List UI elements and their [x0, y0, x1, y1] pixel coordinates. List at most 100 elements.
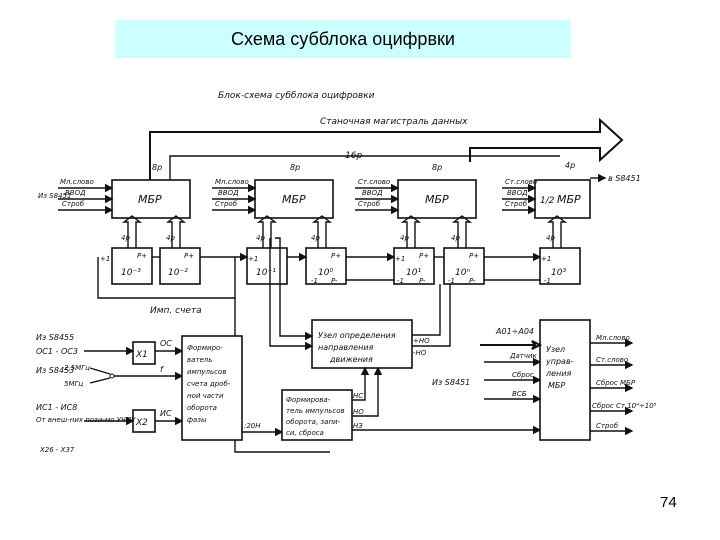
mhz25: 2,5МГц — [64, 364, 90, 372]
in-s8453: Из S8453 — [36, 366, 74, 375]
minus1-6: -1 — [448, 277, 455, 285]
p-plus-2: P+ — [184, 252, 194, 260]
bit4-5: 4р — [400, 234, 409, 242]
former-phase-3: импульсов — [187, 368, 226, 376]
switch-a — [89, 367, 111, 375]
out-strob: Строб — [596, 422, 619, 430]
former-turn-3: оборота, запи- — [286, 418, 341, 426]
counter-3 — [246, 247, 288, 285]
to-direction-2 — [269, 238, 314, 351]
sig-vvod-3: ВВОД — [362, 189, 383, 197]
bit4-6: 4р — [451, 234, 460, 242]
no-line — [352, 366, 383, 417]
former-phase-block — [181, 335, 243, 441]
mbr-block-2 — [254, 179, 334, 219]
counter-4 — [305, 247, 347, 285]
to-direction-1 — [275, 237, 314, 341]
control-4: МБР — [548, 381, 565, 390]
mbr-label-3: МБР — [425, 193, 449, 206]
former-phase-7: фазы — [187, 416, 207, 424]
switch-b — [89, 377, 111, 384]
bit4-4: 4р — [311, 234, 320, 242]
title-banner: Схема субблока оцифрвки — [115, 20, 571, 58]
plus1-1: +1 — [100, 255, 110, 263]
up-arrow-7 — [546, 215, 568, 248]
p-plus-4: P+ — [331, 252, 341, 260]
mbr-half: 1/2 — [540, 196, 555, 206]
bit8-label-3: 8р — [432, 163, 442, 172]
counter-label-7: 10³ — [551, 268, 566, 278]
control-block — [539, 319, 591, 441]
direction-block — [311, 319, 413, 369]
x2-label: X2 — [135, 418, 148, 428]
former-turn-1: Формирова- — [286, 396, 331, 404]
former-phase-2: ватель — [187, 356, 212, 364]
former-phase-4: счета дроб- — [187, 380, 231, 388]
mbr-block-3 — [397, 179, 477, 219]
former-turn-4: си, сброса — [286, 429, 324, 437]
up-arrow-6 — [451, 215, 473, 248]
out-sbros-st: Сброс Ст.10⁴÷10⁵ — [592, 402, 657, 410]
in-s8455: Из S8455 — [36, 333, 74, 342]
bit4-top: 4р — [565, 161, 575, 170]
minus-no-line — [412, 284, 451, 347]
sig-word-2: Мл.слово — [215, 178, 249, 186]
counter-label-3: 10⁻¹ — [256, 268, 276, 278]
a01-label: А01÷А04 — [495, 327, 534, 336]
slide-title: Схема субблока оцифрвки — [231, 28, 455, 49]
plus1-7: +1 — [541, 255, 551, 263]
bus-16p-line — [169, 155, 560, 180]
ic-range: ИС1 - ИС8 — [36, 403, 77, 412]
mbr-label-1: МБР — [138, 193, 162, 206]
former-phase-1: Формиро- — [187, 344, 223, 352]
a01-arrow — [480, 340, 543, 350]
p-plus-6: P+ — [469, 252, 479, 260]
sig-strob-3: Строб — [358, 200, 381, 208]
mbr-label-2: МБР — [282, 193, 306, 206]
out-mb: Мл.слово — [596, 334, 630, 342]
bit4-1: 4р — [121, 234, 130, 242]
sig-vvod-1: ВВОД — [65, 189, 86, 197]
counters: 10⁻³ 10⁻² 10⁻¹ 10⁰ 10¹ 10ⁿ 10³ +1 +1 +1 … — [100, 247, 581, 285]
sig-vvod-2: ВВОД — [218, 189, 239, 197]
bit4-arrows: 4р 4р 4р 4р 4р 4р 4р — [121, 215, 568, 248]
counter-label-1: 10⁻³ — [121, 268, 141, 278]
up-arrow-2 — [165, 215, 187, 248]
nc-line — [352, 366, 370, 401]
ic-label: ИС — [160, 409, 172, 418]
former-phase-6: оборота — [187, 404, 217, 412]
minus-no: -НО — [413, 349, 427, 357]
plus-no: +НО — [413, 337, 430, 345]
imp-line — [97, 257, 236, 299]
to-out-label: в S8451 — [608, 174, 641, 183]
former-phase-5: ной части — [187, 392, 224, 400]
counter-6 — [443, 247, 485, 285]
control-2: управ- — [545, 357, 574, 366]
bus-label: Станочная магистраль данных — [320, 117, 468, 127]
counter-7 — [539, 247, 581, 285]
sig-vvod-4: ВВОД — [507, 189, 528, 197]
f-label: f — [160, 365, 164, 374]
up-arrow-3 — [256, 215, 278, 248]
plus1-3: +1 — [248, 255, 258, 263]
x1-label: X1 — [135, 350, 148, 360]
oc-range: ОС1 - ОС3 — [36, 347, 78, 356]
mbr-label-4: МБР — [557, 193, 581, 206]
diagram-caption: Блок-схема субблока оцифровки — [218, 91, 375, 101]
sig-strob-4: Строб — [505, 200, 528, 208]
mhz5: 5МГц — [64, 380, 83, 388]
div20: :20Н — [244, 422, 261, 430]
x26-text: Х26 - Х37 — [39, 446, 75, 454]
direction-text-1: Узел определения — [318, 331, 396, 340]
bit4-2: 4р — [166, 234, 175, 242]
minus1-4: -1 — [311, 277, 318, 285]
out-st: Ст.слово — [596, 356, 628, 364]
control-3: ления — [545, 369, 571, 378]
bit8-label-2: 8р — [290, 163, 300, 172]
p-plus-5: P+ — [419, 252, 429, 260]
switch-node — [109, 373, 115, 379]
imp-label: Имп. счета — [150, 306, 202, 316]
bit4-7: 4р — [546, 234, 555, 242]
minus1-7: -1 — [544, 277, 551, 285]
